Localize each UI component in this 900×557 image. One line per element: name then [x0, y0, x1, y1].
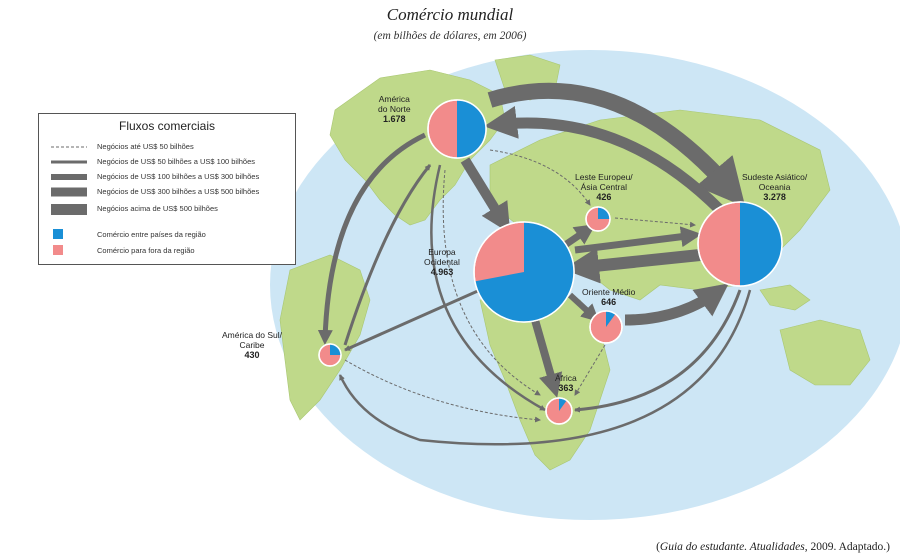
flow-america-norte-africa — [430, 164, 546, 412]
label-africa: África 363 — [555, 373, 577, 393]
region-name: América do Sul/ — [222, 330, 282, 340]
pie-slice-intra — [474, 222, 574, 322]
label-leste-europeu: Leste Europeu/ Ásia Central 426 — [575, 172, 633, 202]
pie-outline — [589, 310, 623, 344]
pie-slice-intra — [457, 100, 486, 158]
flow-sudeste-america-norte — [484, 106, 724, 214]
label-sudeste-asiatico: Sudeste Asiático/ Oceania 3.278 — [742, 172, 807, 202]
flow-europa-america-sul — [344, 288, 481, 352]
region-name: do Norte — [378, 104, 411, 114]
label-oriente-medio: Oriente Médio 646 — [582, 287, 635, 307]
flow-sudeste-europa — [563, 247, 701, 284]
pie-slice-intra — [330, 344, 341, 355]
legend-line-medium — [51, 174, 87, 180]
pie-sudeste-asiatico — [697, 201, 783, 287]
region-name: Sudeste Asiático/ — [742, 172, 808, 182]
region-name: África — [555, 373, 577, 383]
region-value: 3.278 — [763, 192, 786, 202]
label-america-norte: América do Norte 1.678 — [378, 94, 411, 124]
flow-america-sul-norte — [343, 164, 432, 346]
region-value: 1.678 — [383, 114, 406, 124]
legend-swatch-extra — [53, 245, 63, 255]
region-name: Oceania — [758, 182, 791, 192]
flow-europa-africa — [531, 318, 563, 398]
region-value: 646 — [601, 297, 617, 307]
flow-dashed-america-norte-leste — [489, 149, 591, 206]
region-name: Oriente Médio — [582, 287, 636, 297]
legend-title: Fluxos comerciais — [118, 119, 216, 133]
legend-line-xthick — [51, 204, 87, 215]
flow-sudeste-africa — [574, 289, 742, 413]
pie-africa — [545, 397, 573, 425]
flow-dashed-america-norte-africa — [442, 169, 541, 396]
pie-america-sul — [318, 343, 342, 367]
pie-oriente-medio — [589, 310, 623, 344]
map-subtitle: (em bilhões de dólares, em 2006) — [373, 30, 527, 42]
flow-europa-sudeste — [574, 226, 702, 254]
pie-leste-europeu — [585, 206, 611, 232]
pie-europa — [473, 221, 575, 323]
legend-line-thin — [51, 160, 87, 164]
pie-slice-intra — [598, 207, 610, 219]
flow-america-norte-europa — [460, 157, 511, 234]
legend-label: Comércio para fora da região — [97, 246, 195, 255]
source-rest: , 2009. Adaptado.) — [804, 541, 890, 553]
legend-label: Negócios de US$ 100 bilhões a US$ 300 bi… — [97, 172, 260, 181]
region-name: Ocidental — [424, 257, 460, 267]
source-citation: (Guia do estudante. Atualidades, 2009. A… — [656, 541, 890, 553]
region-name: Ásia Central — [580, 182, 627, 192]
southeast-asia-islands — [759, 284, 811, 311]
region-value: 4.963 — [430, 267, 454, 277]
flow-europa-oriente — [567, 292, 600, 323]
flow-america-norte-sul — [317, 132, 427, 345]
source-work: Guia do estudante. Atualidades — [659, 541, 805, 553]
label-europa: Europa Ocidental 4.963 — [424, 247, 460, 277]
flow-sudeste-america-sul — [338, 289, 752, 446]
pie-outline — [473, 221, 575, 323]
legend: Fluxos comerciais Negócios até US$ 50 bi… — [38, 113, 296, 265]
region-name: Leste Europeu/ — [575, 172, 633, 182]
region-value: 363 — [558, 383, 574, 393]
label-america-sul: América do Sul/ Caribe 430 — [222, 330, 282, 360]
legend-line-dashed — [51, 146, 87, 148]
map-title: Comércio mundial — [386, 5, 514, 24]
pie-slice-intra — [559, 398, 567, 411]
pie-slice-intra — [606, 311, 616, 327]
pie-outline — [545, 397, 573, 425]
legend-swatch-intra — [53, 229, 63, 239]
region-value: 430 — [244, 350, 260, 360]
pie-outline — [318, 343, 342, 367]
legend-label: Negócios até US$ 50 bilhões — [97, 142, 194, 151]
legend-line-thick — [51, 187, 87, 197]
oceania-land — [779, 319, 871, 386]
region-name: Caribe — [239, 340, 265, 350]
pie-outline — [697, 201, 783, 287]
legend-label: Comércio entre países da região — [97, 230, 206, 239]
region-value: 426 — [596, 192, 612, 202]
pie-outline — [585, 206, 611, 232]
pie-slice-intra — [740, 202, 782, 286]
flow-oriente-sudeste — [624, 283, 729, 326]
legend-label: Negócios de US$ 50 bilhões a US$ 100 bil… — [97, 157, 256, 166]
flow-dashed-leste-sudeste — [614, 217, 696, 228]
legend-label: Negócios acima de US$ 500 bilhões — [97, 204, 218, 213]
region-name: América — [378, 94, 410, 104]
flow-europa-leste — [563, 224, 596, 248]
flow-america-norte-sudeste — [487, 82, 746, 208]
pie-america-norte — [427, 99, 487, 159]
pie-outline — [427, 99, 487, 159]
legend-label: Negócios de US$ 300 bilhões a US$ 500 bi… — [97, 187, 260, 196]
region-name: Europa — [428, 247, 456, 257]
